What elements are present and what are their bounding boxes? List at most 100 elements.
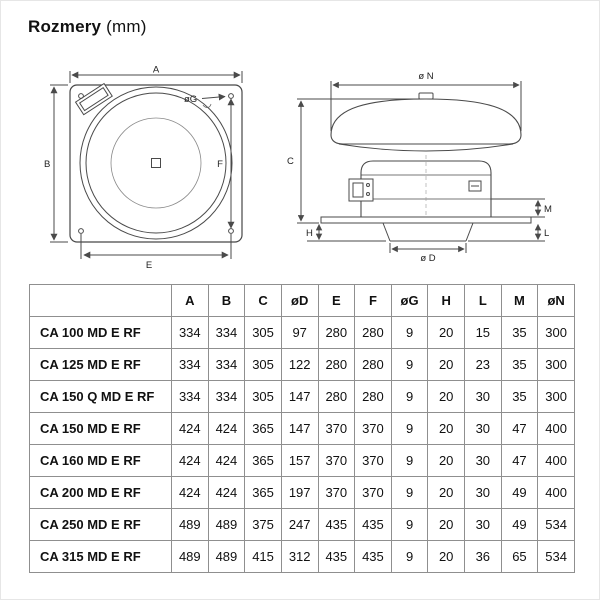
dimension-value-cell: 534 bbox=[537, 508, 575, 541]
rain-cap bbox=[330, 98, 522, 145]
dimension-value-cell: 30 bbox=[464, 444, 502, 477]
dim-a-label: A bbox=[153, 65, 160, 76]
model-name-cell: CA 315 MD E RF bbox=[29, 540, 172, 573]
dimension-value-cell: 9 bbox=[390, 444, 429, 477]
dimension-value-cell: 30 bbox=[464, 476, 502, 509]
dim-c bbox=[297, 98, 423, 224]
dimension-value-cell: 300 bbox=[537, 348, 575, 381]
dimension-value-cell: 20 bbox=[427, 348, 465, 381]
dimension-value-cell: 147 bbox=[280, 412, 319, 445]
dimension-value-cell: 305 bbox=[244, 380, 282, 413]
dimension-value-cell: 20 bbox=[427, 316, 465, 349]
model-name-cell: CA 250 MD E RF bbox=[29, 508, 172, 541]
dimension-value-cell: 489 bbox=[171, 508, 209, 541]
dimension-value-cell: 424 bbox=[171, 476, 209, 509]
terminal-box bbox=[74, 82, 113, 116]
dimension-value-cell: 489 bbox=[207, 508, 246, 541]
dimension-column-header: F bbox=[354, 284, 392, 317]
dimension-column-header: M bbox=[500, 284, 539, 317]
side-terminal-box bbox=[348, 178, 374, 202]
dimension-value-cell: 197 bbox=[280, 476, 319, 509]
dimension-value-cell: 97 bbox=[280, 316, 319, 349]
dimension-value-cell: 247 bbox=[280, 508, 319, 541]
dimension-value-cell: 375 bbox=[244, 508, 282, 541]
model-name-cell: CA 150 MD E RF bbox=[29, 412, 172, 445]
dim-b bbox=[50, 84, 68, 243]
dimension-value-cell: 365 bbox=[244, 476, 282, 509]
dimension-value-cell: 9 bbox=[390, 316, 429, 349]
dimension-value-cell: 489 bbox=[171, 540, 209, 573]
dim-h-label: H bbox=[306, 228, 313, 239]
dimension-value-cell: 20 bbox=[427, 444, 465, 477]
dimension-value-cell: 334 bbox=[171, 380, 209, 413]
dimension-value-cell: 9 bbox=[390, 380, 429, 413]
dimension-value-cell: 424 bbox=[207, 412, 246, 445]
dimension-value-cell: 305 bbox=[244, 348, 282, 381]
dimension-value-cell: 435 bbox=[354, 540, 392, 573]
dimension-value-cell: 400 bbox=[537, 412, 575, 445]
model-column-header bbox=[29, 284, 172, 317]
dimension-value-cell: 280 bbox=[317, 348, 356, 381]
model-name-cell: CA 200 MD E RF bbox=[29, 476, 172, 509]
dimension-value-cell: 47 bbox=[500, 412, 539, 445]
dim-g-leader bbox=[201, 93, 226, 101]
dimension-value-cell: 280 bbox=[354, 316, 392, 349]
dimension-column-header: A bbox=[171, 284, 209, 317]
dimension-value-cell: 280 bbox=[317, 380, 356, 413]
dimension-value-cell: 20 bbox=[427, 508, 465, 541]
dim-b-label: B bbox=[44, 159, 50, 170]
dimension-value-cell: 305 bbox=[244, 316, 282, 349]
dim-n-label: ø N bbox=[418, 71, 433, 82]
dimension-value-cell: 534 bbox=[537, 540, 575, 573]
dim-e bbox=[80, 234, 232, 259]
model-name-cell: CA 160 MD E RF bbox=[29, 444, 172, 477]
dim-f-label: F bbox=[217, 159, 223, 170]
dimension-value-cell: 35 bbox=[500, 348, 539, 381]
dimension-value-cell: 400 bbox=[537, 476, 575, 509]
dimension-value-cell: 365 bbox=[244, 444, 282, 477]
dimension-column-header: B bbox=[207, 284, 246, 317]
dimension-value-cell: 49 bbox=[500, 476, 539, 509]
dimension-value-cell: 122 bbox=[280, 348, 319, 381]
dimension-value-cell: 9 bbox=[390, 412, 429, 445]
dimension-value-cell: 23 bbox=[464, 348, 502, 381]
dimension-value-cell: 334 bbox=[207, 348, 246, 381]
dim-g-squiggle bbox=[202, 103, 212, 108]
dimension-value-cell: 424 bbox=[171, 412, 209, 445]
top-view-drawing: A B F E øG bbox=[44, 65, 243, 271]
dimension-column-header: øD bbox=[280, 284, 319, 317]
dim-e-label: E bbox=[146, 260, 152, 271]
page-title: Rozmery (mm) bbox=[28, 17, 147, 37]
dim-m bbox=[491, 198, 545, 218]
dimension-value-cell: 35 bbox=[500, 316, 539, 349]
dimension-column-header: E bbox=[317, 284, 356, 317]
dimension-value-cell: 9 bbox=[390, 540, 429, 573]
dim-l-label: L bbox=[544, 228, 549, 239]
dimension-value-cell: 370 bbox=[317, 444, 356, 477]
cap-top-fixing bbox=[418, 92, 434, 100]
dimension-value-cell: 157 bbox=[280, 444, 319, 477]
dimension-value-cell: 370 bbox=[354, 444, 392, 477]
cap-underside bbox=[338, 143, 514, 152]
title-text: Rozmery bbox=[28, 17, 102, 36]
dimension-value-cell: 435 bbox=[317, 508, 356, 541]
dimension-value-cell: 20 bbox=[427, 380, 465, 413]
model-name-cell: CA 100 MD E RF bbox=[29, 316, 172, 349]
dimension-value-cell: 35 bbox=[500, 380, 539, 413]
motor-plate-detail bbox=[468, 180, 482, 192]
dimension-value-cell: 370 bbox=[354, 412, 392, 445]
dimension-value-cell: 312 bbox=[280, 540, 319, 573]
model-name-cell: CA 150 Q MD E RF bbox=[29, 380, 172, 413]
duct-spigot bbox=[382, 222, 474, 242]
dimension-value-cell: 47 bbox=[500, 444, 539, 477]
